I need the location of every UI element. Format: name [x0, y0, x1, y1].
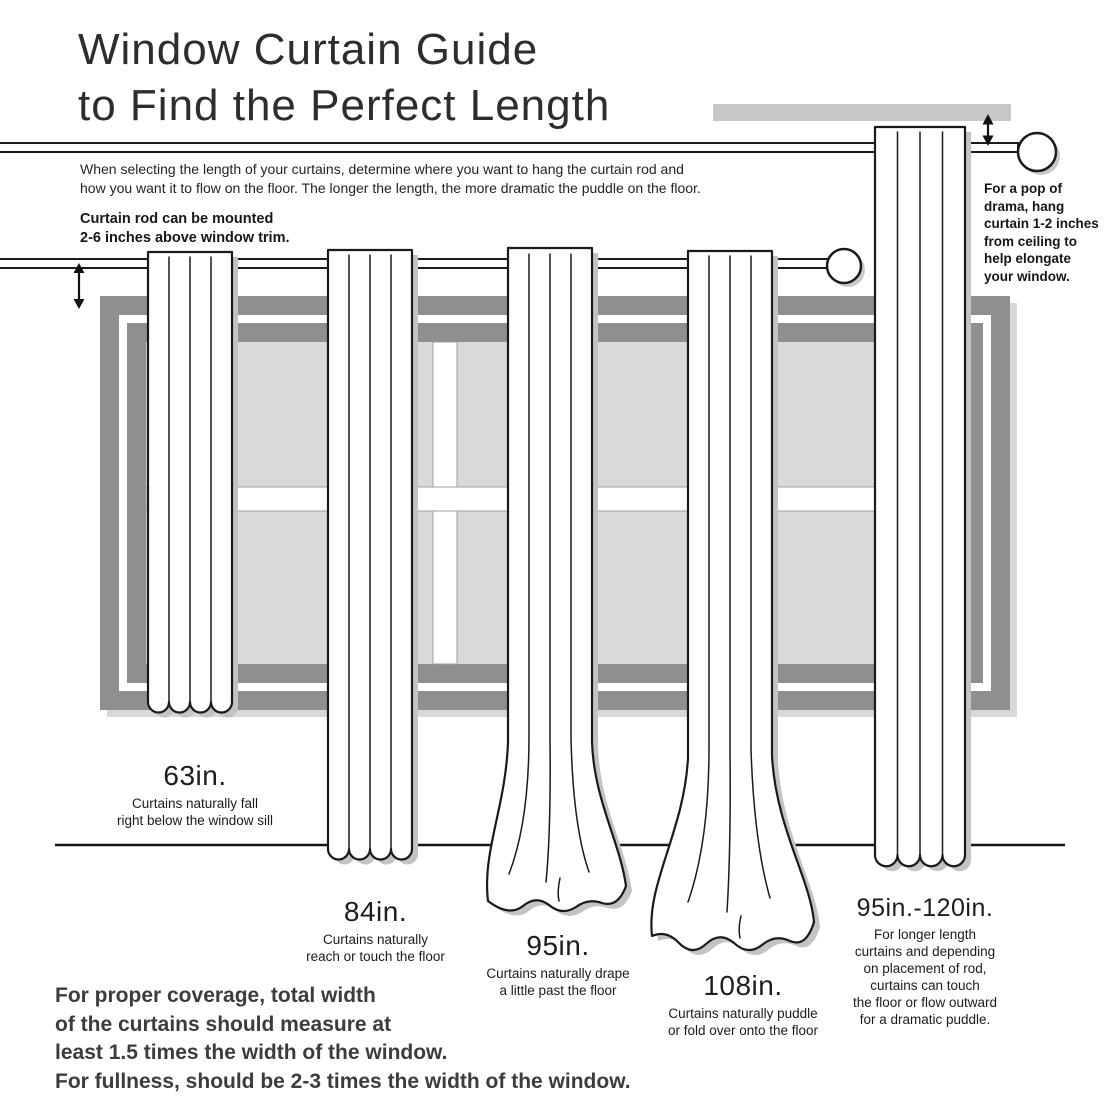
- drama-note-line: drama, hang: [984, 198, 1065, 214]
- length-value: 108in.: [703, 970, 783, 1001]
- curtain-label-95-120in: 95in.-120in. For longer length curtains …: [827, 894, 1023, 1028]
- drama-note-line: from ceiling to: [984, 233, 1078, 249]
- rod-finial-icon: [1016, 131, 1058, 173]
- length-value: 95in.: [526, 930, 590, 961]
- length-description: Curtains naturally reach or touch the fl…: [283, 931, 468, 965]
- length-value: 84in.: [343, 896, 408, 927]
- rod-mount-note-line: 2-6 inches above window trim.: [80, 230, 290, 246]
- curtain-95-120in: [873, 125, 971, 872]
- desc-line: on placement of rod,: [863, 961, 987, 976]
- coverage-note-line: of the curtains should measure at: [55, 1012, 392, 1036]
- desc-line: for a dramatic puddle.: [859, 1012, 991, 1027]
- intro-line: When selecting the length of your curtai…: [80, 161, 684, 177]
- desc-line: For longer length: [873, 927, 977, 942]
- page-title-line: Window Curtain Guide: [78, 25, 539, 74]
- coverage-note-line: least 1.5 times the width of the window.: [55, 1041, 448, 1064]
- length-description: For longer length curtains and depending…: [827, 926, 1023, 1028]
- curtain-rod-upper: [0, 131, 1060, 175]
- desc-line: Curtains naturally puddle: [668, 1006, 818, 1021]
- curtain-label-108in: 108in. Curtains naturally puddle or fold…: [645, 970, 841, 1039]
- rod-mount-note: Curtain rod can be mounted 2-6 inches ab…: [80, 210, 290, 248]
- curtain-label-95in: 95in. Curtains naturally drape a little …: [463, 930, 653, 999]
- rod-gap-arrow-icon: [73, 263, 85, 309]
- length-value: 95in.-120in.: [856, 894, 994, 922]
- drama-note-line: For a pop of: [984, 181, 1062, 196]
- length-description: Curtains naturally drape a little past t…: [463, 965, 653, 999]
- curtain-label-63in: 63in. Curtains naturally fall right belo…: [100, 760, 290, 829]
- desc-line: right below the window sill: [116, 813, 274, 828]
- desc-line: curtains can touch: [870, 978, 980, 993]
- page-title-line: to Find the Perfect Length: [78, 81, 611, 130]
- curtain-label-84in: 84in. Curtains naturally reach or touch …: [283, 896, 468, 965]
- curtain-84in: [326, 248, 418, 865]
- intro-text: When selecting the length of your curtai…: [80, 160, 701, 198]
- rod-finial-icon: [825, 247, 863, 285]
- length-value: 63in.: [163, 760, 227, 791]
- desc-line: Curtains naturally: [322, 932, 429, 947]
- desc-line: the floor or flow outward: [852, 995, 998, 1010]
- desc-line: reach or touch the floor: [306, 949, 445, 964]
- desc-line: curtains and depending: [854, 944, 996, 959]
- drama-note-line: curtain 1-2 inches: [984, 216, 1099, 231]
- curtain-63in: [146, 250, 238, 718]
- desc-line: Curtains naturally fall: [131, 796, 259, 811]
- coverage-note-line: For proper coverage, total width: [55, 984, 376, 1007]
- drama-note: For a pop of drama, hang curtain 1-2 inc…: [984, 180, 1099, 285]
- coverage-note: For proper coverage, total width of the …: [55, 982, 631, 1096]
- rod-mount-note-line: Curtain rod can be mounted: [80, 211, 274, 227]
- length-description: Curtains naturally fall right below the …: [100, 795, 290, 829]
- desc-line: or fold over onto the floor: [667, 1023, 819, 1038]
- desc-line: a little past the floor: [499, 983, 617, 998]
- drama-note-line: your window.: [984, 268, 1070, 284]
- coverage-note-line: For fullness, should be 2-3 times the wi…: [55, 1069, 631, 1093]
- desc-line: Curtains naturally drape: [486, 966, 630, 981]
- ceiling-gap-arrow-icon: [982, 114, 994, 146]
- intro-line: how you want it to flow on the floor. Th…: [80, 180, 701, 196]
- length-description: Curtains naturally puddle or fold over o…: [645, 1005, 841, 1039]
- curtain-95in: [486, 246, 632, 917]
- page-title: Window Curtain Guide to Find the Perfect…: [78, 22, 610, 134]
- drama-note-line: help elongate: [984, 251, 1072, 266]
- ceiling-bar: [713, 104, 1011, 121]
- curtain-108in: [650, 249, 820, 956]
